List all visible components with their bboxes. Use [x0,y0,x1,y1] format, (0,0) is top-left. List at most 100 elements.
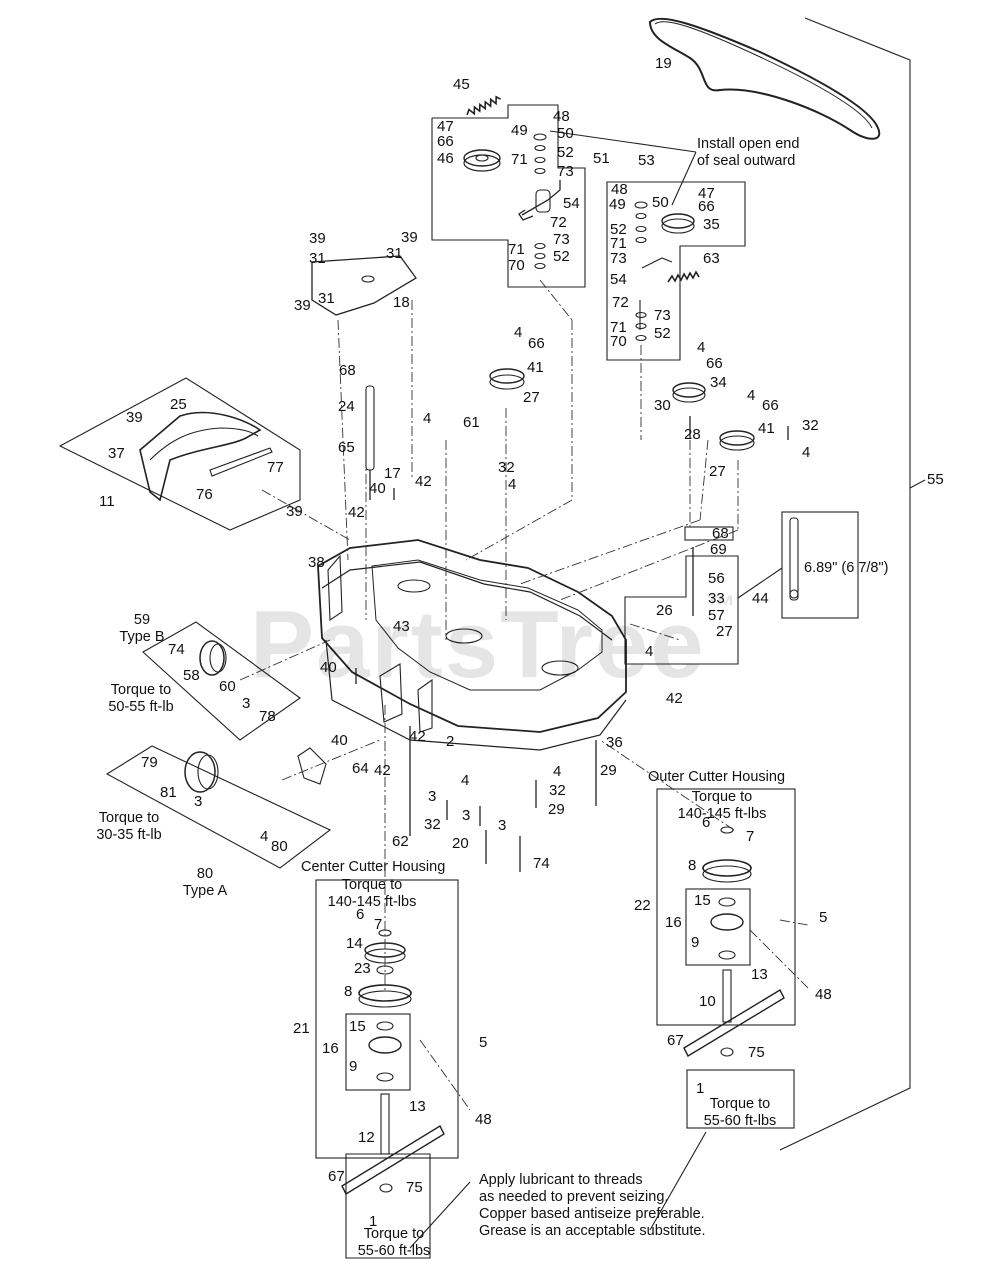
callout: 40 [331,732,348,749]
callout: 11 [99,493,115,510]
callout: 4 [461,772,470,789]
callout: 56 [708,570,725,587]
callout: 48 [815,986,832,1003]
callout: 75 [748,1044,765,1061]
callout: 4 [508,476,517,493]
callout: 64 [352,760,369,777]
callout: 23 [354,960,371,977]
callout: 29 [548,801,565,818]
callout: 37 [108,445,125,462]
callout: 78 [259,708,276,725]
callout: 60 [219,678,236,695]
callout: 52 [610,221,627,238]
callout: 13 [751,966,768,983]
callout: 46 [437,150,454,167]
callout: 13 [409,1098,426,1115]
callout: 25 [170,396,187,413]
callout: 12 [358,1129,375,1146]
blade-center [341,1125,445,1195]
callout: 66 [437,133,454,150]
callout: 42 [348,504,365,521]
callout: 72 [550,214,567,231]
callout: 32 [549,782,566,799]
belt-19 [648,17,881,140]
pulley-35 [661,213,695,229]
callout: 4 [697,339,706,356]
callout: 1 [369,1213,378,1230]
callout: 54 [610,271,627,288]
callout: 71 [610,319,627,336]
callout: 73 [553,231,570,248]
callout: 73 [610,250,627,267]
box-center-housing [315,879,459,1159]
shaft-65 [365,385,375,471]
callout: 76 [196,486,213,503]
spring-63 [667,270,700,283]
center-housing-title: Center Cutter Housing [301,859,446,875]
pulley-41b [719,430,755,446]
callout: 22 [634,897,651,914]
callout: 67 [667,1032,684,1049]
callout: 4 [802,444,811,461]
callout: 6 [356,906,365,923]
callout: 34 [710,374,727,391]
callout: 52 [654,325,671,342]
center-housing-torque: Torque to 140-145 ft-lbs [327,877,417,910]
callout: 58 [183,667,200,684]
callout: 31 [309,250,326,267]
callout: 4 [645,643,654,660]
callout: 1 [696,1080,705,1097]
callout: 73 [557,163,574,180]
callout: 74 [168,641,185,658]
callout: 49 [511,122,528,139]
callout: 20 [452,835,469,852]
box-outer-bearing [685,888,751,966]
box-59 [142,621,301,741]
callout: 62 [392,833,409,850]
box-spring-gauge [781,511,859,619]
callout: 70 [610,333,627,350]
callout: 54 [563,195,580,212]
callout: 9 [691,934,700,951]
callout: 70 [508,257,525,274]
callout: 42 [374,762,391,779]
callout: 42 [666,690,683,707]
type-a-label: 80 Type A [182,866,228,899]
callout: 63 [703,250,720,267]
callout: 39 [294,297,311,314]
callout: 66 [706,355,723,372]
spring-length-note: 6.89" (6 7/8") [804,560,889,576]
callout: 45 [453,76,470,93]
callout: 16 [665,914,682,931]
callout: 57 [708,607,725,624]
callout: 27 [709,463,726,480]
callout: 32 [802,417,819,434]
callout: 3 [498,817,507,834]
callout: 2 [446,733,455,750]
type-b-label: 59 Type B [119,612,165,645]
spring-45 [466,95,501,116]
callout: 50 [652,194,669,211]
blade-outer [683,989,785,1057]
box-80 [105,745,332,869]
callout: 74 [533,855,550,872]
callout: 47 [698,185,715,202]
callout: 55 [927,471,944,488]
box-44 [624,555,739,665]
callout: 10 [699,993,716,1010]
pulley-46 [463,149,501,167]
callout: 33 [708,590,725,607]
callout: 17 [384,465,401,482]
callout: 66 [528,335,545,352]
callout: 71 [511,151,528,168]
callout: 15 [349,1018,366,1035]
callout: 3 [462,807,471,824]
outer-blade-torque: Torque to 55-60 ft-lbs [703,1096,777,1129]
callout: 66 [698,198,715,215]
box-11 [58,377,301,531]
callout: 4 [553,763,562,780]
callout: 36 [606,734,623,751]
callout: 52 [553,248,570,265]
callout: 52 [557,144,574,161]
pulley-41a [489,368,525,384]
